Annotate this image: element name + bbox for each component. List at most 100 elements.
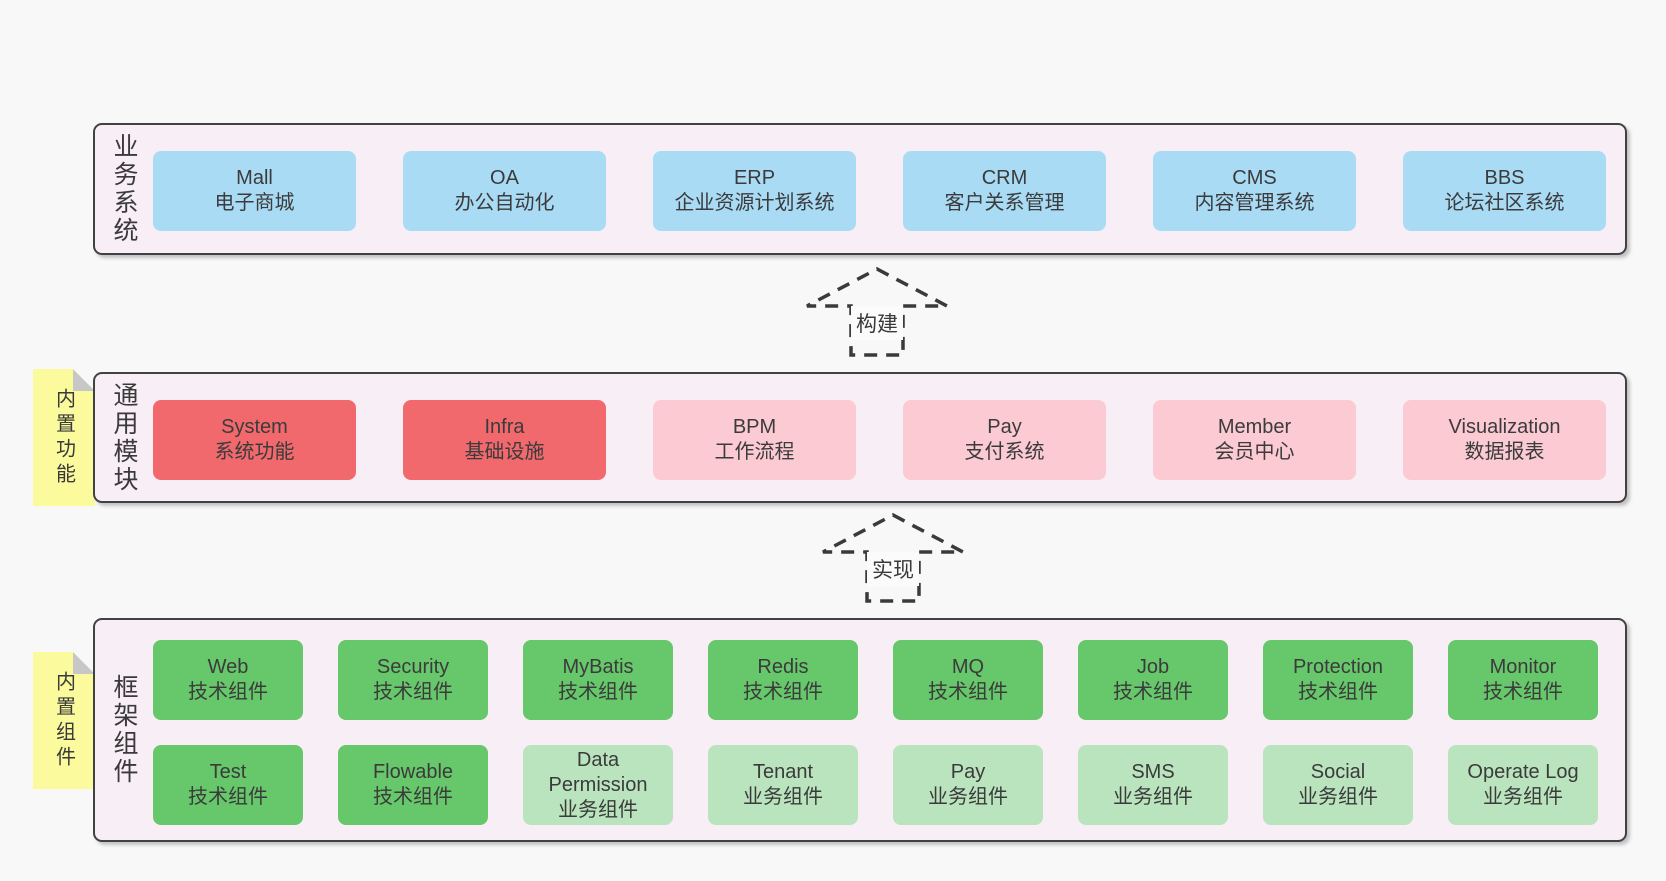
box-title: Social (1310, 761, 1366, 783)
box-protection: Protection 技术组件 (1263, 640, 1413, 720)
box-title: Protection (1292, 656, 1384, 678)
arrow-implement: 实现 (818, 512, 968, 604)
box-subtitle: 论坛社区系统 (1444, 192, 1565, 214)
box-infra: Infra 基础设施 (403, 400, 606, 480)
box-member: Member 会员中心 (1153, 400, 1356, 480)
box-title: System (221, 416, 288, 438)
box-erp: ERP 企业资源计划系统 (653, 151, 856, 231)
box-subtitle: 技术组件 (743, 681, 823, 703)
box-subtitle: 电子商城 (214, 192, 295, 214)
component-box-row-1: Web 技术组件 Security 技术组件 MyBatis 技术组件 Redi… (153, 640, 1598, 720)
box-title: Member (1217, 416, 1292, 438)
box-subtitle: 内容管理系统 (1194, 192, 1315, 214)
box-title: Operate Log (1467, 761, 1579, 783)
box-title: Visualization (1448, 416, 1561, 438)
box-title: SMS (1131, 761, 1175, 783)
box-title: Security (376, 656, 450, 678)
box-subtitle: 工作流程 (714, 441, 795, 463)
layer-label-components: 框架组件 (110, 674, 138, 786)
layer-common-modules: 通用模块 System 系统功能 Infra 基础设施 BPM 工作流程 Pay… (93, 372, 1627, 503)
box-mybatis: MyBatis 技术组件 (523, 640, 673, 720)
box-bpm: BPM 工作流程 (653, 400, 856, 480)
box-title: Monitor (1489, 656, 1557, 678)
box-subtitle: 数据报表 (1464, 441, 1545, 463)
box-cms: CMS 内容管理系统 (1153, 151, 1356, 231)
box-mall: Mall 电子商城 (153, 151, 356, 231)
arrow-implement-label: 实现 (867, 552, 919, 586)
box-flowable: Flowable 技术组件 (338, 745, 488, 825)
layer-framework-components: 框架组件 Web 技术组件 Security 技术组件 MyBatis 技术组件… (93, 618, 1627, 842)
box-title: Infra (484, 416, 525, 438)
box-subtitle: 客户关系管理 (944, 192, 1065, 214)
box-subtitle: 支付系统 (964, 441, 1045, 463)
box-subtitle: 技术组件 (188, 786, 268, 808)
box-operate-log: Operate Log 业务组件 (1448, 745, 1598, 825)
box-tenant: Tenant 业务组件 (708, 745, 858, 825)
box-title: CMS (1232, 167, 1277, 189)
box-title: Redis (757, 656, 809, 678)
box-bbs: BBS 论坛社区系统 (1403, 151, 1606, 231)
note-text: 内置功能 (52, 387, 75, 488)
box-title: OA (490, 167, 519, 189)
box-title: MQ (951, 656, 985, 678)
box-mq: MQ 技术组件 (893, 640, 1043, 720)
note-text: 内置组件 (52, 670, 75, 771)
box-security: Security 技术组件 (338, 640, 488, 720)
box-title: Data Permission (548, 748, 648, 796)
box-title: ERP (733, 167, 776, 189)
box-subtitle: 技术组件 (188, 681, 268, 703)
box-system: System 系统功能 (153, 400, 356, 480)
layer-label-modules: 通用模块 (110, 381, 138, 494)
box-subtitle: 技术组件 (558, 681, 638, 703)
box-subtitle: 业务组件 (1113, 786, 1193, 808)
box-pay-module: Pay 支付系统 (903, 400, 1106, 480)
box-oa: OA 办公自动化 (403, 151, 606, 231)
box-subtitle: 业务组件 (1298, 786, 1378, 808)
box-subtitle: 技术组件 (373, 786, 453, 808)
box-monitor: Monitor 技术组件 (1448, 640, 1598, 720)
block-arrow-up-icon (822, 513, 964, 603)
box-crm: CRM 客户关系管理 (903, 151, 1106, 231)
box-title: BPM (732, 416, 777, 438)
box-subtitle: 业务组件 (558, 798, 638, 821)
arrow-build: 构建 (802, 266, 952, 358)
module-box-row: System 系统功能 Infra 基础设施 BPM 工作流程 Pay 支付系统… (153, 400, 1606, 480)
box-subtitle: 企业资源计划系统 (674, 192, 835, 214)
box-visualization: Visualization 数据报表 (1403, 400, 1606, 480)
box-subtitle: 业务组件 (1483, 786, 1563, 808)
box-test: Test 技术组件 (153, 745, 303, 825)
box-subtitle: 基础设施 (464, 441, 545, 463)
box-title: Tenant (752, 761, 814, 783)
layer-business-systems: 业务系统 Mall 电子商城 OA 办公自动化 ERP 企业资源计划系统 CRM… (93, 123, 1627, 255)
box-title: Web (207, 656, 249, 678)
box-sms: SMS 业务组件 (1078, 745, 1228, 825)
business-box-row: Mall 电子商城 OA 办公自动化 ERP 企业资源计划系统 CRM 客户关系… (153, 151, 1606, 231)
box-web: Web 技术组件 (153, 640, 303, 720)
box-subtitle: 技术组件 (1483, 681, 1563, 703)
box-subtitle: 业务组件 (743, 786, 823, 808)
box-title: Mall (236, 167, 273, 189)
box-redis: Redis 技术组件 (708, 640, 858, 720)
box-title: Pay (987, 416, 1022, 438)
component-box-row-2: Test 技术组件 Flowable 技术组件 Data Permission … (153, 745, 1598, 825)
box-subtitle: 技术组件 (1113, 681, 1193, 703)
box-title: Pay (950, 761, 986, 783)
box-title: CRM (981, 167, 1028, 189)
sticky-note-builtin-features: 内置功能 (33, 369, 95, 506)
layer-label-business: 业务系统 (110, 133, 138, 245)
box-subtitle: 办公自动化 (454, 192, 555, 214)
box-title: Job (1136, 656, 1170, 678)
box-social: Social 业务组件 (1263, 745, 1413, 825)
box-subtitle: 技术组件 (928, 681, 1008, 703)
box-title: Test (209, 761, 247, 783)
box-subtitle: 会员中心 (1214, 441, 1295, 463)
box-subtitle: 技术组件 (1298, 681, 1378, 703)
box-title: Flowable (372, 761, 454, 783)
box-title: BBS (1484, 167, 1525, 189)
box-data-permission: Data Permission 业务组件 (523, 745, 673, 825)
block-arrow-up-icon (806, 267, 948, 357)
box-pay-component: Pay 业务组件 (893, 745, 1043, 825)
arrow-build-label: 构建 (851, 306, 903, 340)
box-subtitle: 系统功能 (214, 441, 295, 463)
